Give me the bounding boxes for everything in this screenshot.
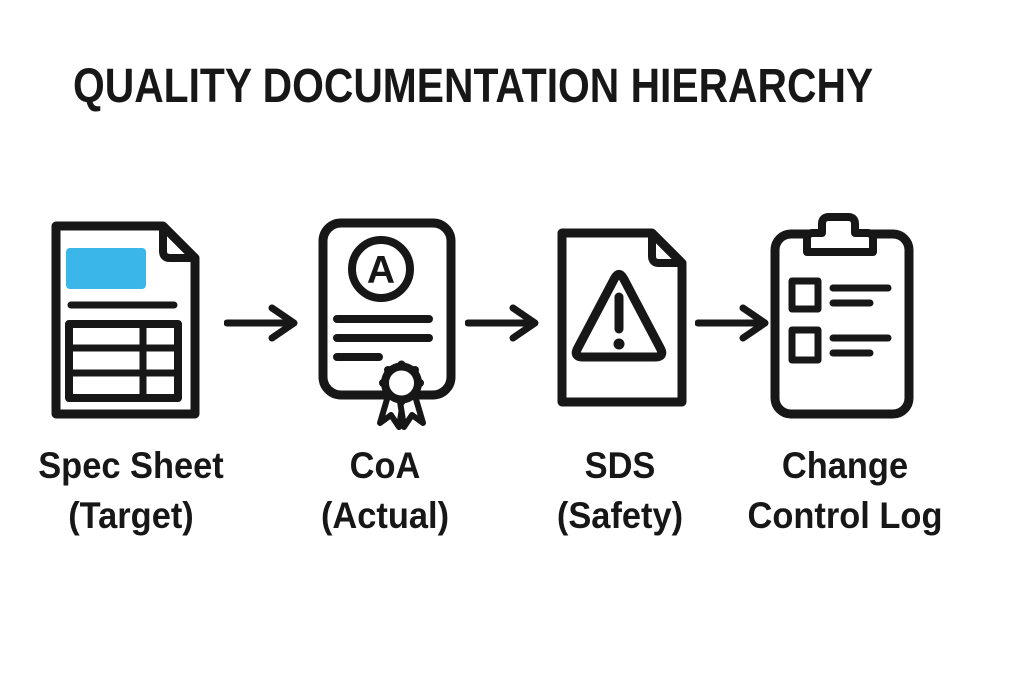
table-outline: [65, 320, 182, 402]
arrow-right-icon: [224, 304, 298, 342]
label-line-2: (Actual): [320, 495, 450, 536]
folded-corner: [159, 224, 197, 262]
label-line-2: Control Log: [747, 495, 943, 536]
label-line-2: (Target): [68, 495, 194, 536]
flow-item-label-coa: CoA (Actual): [255, 441, 515, 541]
label-line-1: Spec Sheet: [38, 445, 224, 486]
arrow-head: [739, 304, 769, 342]
checkbox: [788, 326, 822, 364]
blue-header-block: [66, 248, 146, 289]
label-line-1: CoA: [349, 445, 421, 486]
arrow-right-icon: [695, 304, 769, 342]
folded-corner: [648, 230, 684, 267]
checkbox: [788, 277, 822, 313]
rosette-seal: [381, 362, 422, 404]
arrow-right-icon: [465, 304, 539, 342]
clipboard-checklist-icon: [770, 213, 914, 419]
label-line-1: Change: [781, 445, 909, 486]
label-line-2: (Safety): [556, 495, 684, 536]
arrow-head: [509, 304, 539, 342]
sds-warning-document-icon: [557, 228, 687, 407]
grade-circle: [348, 236, 414, 302]
clipboard-board: [770, 229, 914, 419]
label-line-1: SDS: [584, 445, 656, 486]
page-title: QUALITY DOCUMENTATION HIERARCHY: [73, 60, 874, 113]
flow-item-label-sds: SDS (Safety): [490, 441, 750, 541]
clipboard-clip: [803, 213, 877, 256]
exclamation-dot: [613, 338, 625, 350]
grade-letter: A: [367, 249, 395, 292]
flow-item-label-change-control-log: Change Control Log: [715, 441, 975, 541]
spec-sheet-document-icon: [51, 221, 200, 419]
certificate-coa-icon: A: [318, 218, 456, 430]
arrow-head: [268, 304, 298, 342]
flow-item-label-spec-sheet: Spec Sheet (Target): [1, 441, 261, 541]
